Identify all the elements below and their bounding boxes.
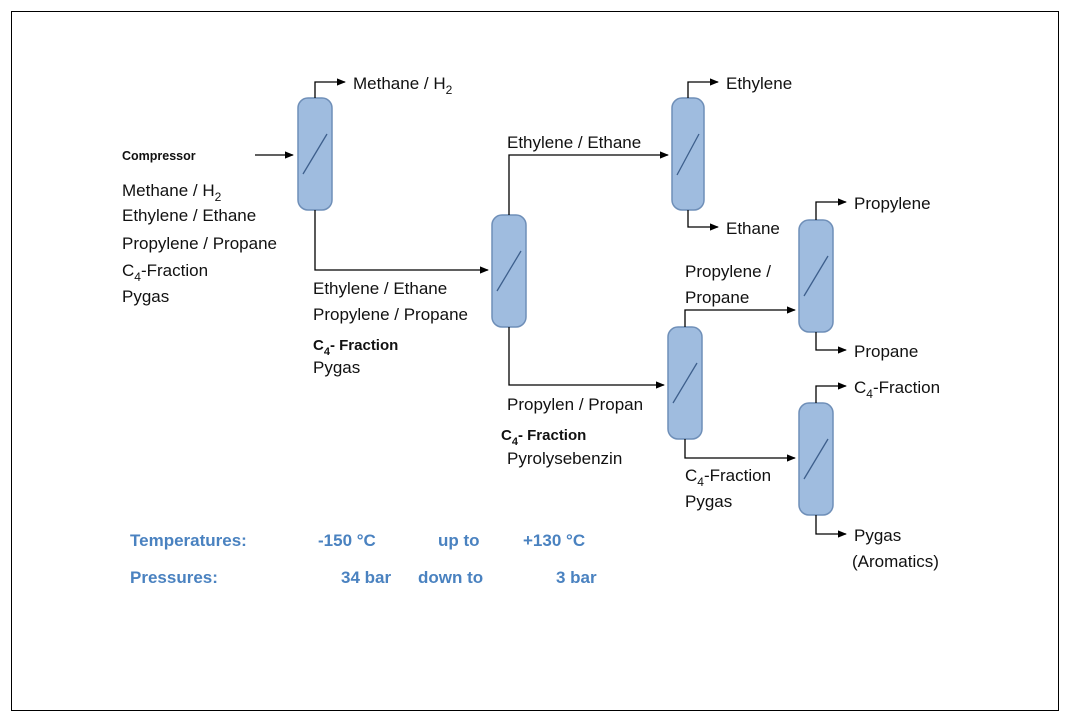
debutanizer-overhead-line [815,382,847,403]
c3-splitter-feed-line2: Propane [685,288,749,307]
temperatures-relation: up to [438,531,480,550]
c3-splitter-bottoms-line [815,332,847,354]
depropanizer-packing [672,362,698,404]
operating-conditions: Temperatures: -150 °C up to +130 °C Pres… [130,531,597,587]
c2-splitter-overhead-line [687,78,719,98]
c3-splitter-feed-line1: Propylene / [685,262,771,281]
temperatures-to: +130 °C [523,531,585,550]
deethanizer-feed-propylene: Propylene / Propane [313,305,468,324]
fractionation-flow-diagram: Compressor Methane / H2 Ethylene / Ethan… [122,74,940,587]
depropanizer-bottoms-line [684,439,796,462]
c3-splitter-bottom-product: Propane [854,342,918,361]
deethanizer-feed-c4: C4- Fraction [313,337,398,358]
c3-splitter-overhead-line [815,198,847,220]
pressures-relation: down to [418,568,483,587]
demethanizer-packing [302,133,328,175]
debutanizer-feed-labels: C4-Fraction Pygas [685,466,771,511]
debutanizer-bottom-product-line1: Pygas [854,526,901,545]
depropanizer-feed-labels: Propylen / Propan C4- Fraction Pyrolyseb… [501,395,643,468]
deethanizer-feed-pygas: Pygas [313,358,360,377]
debutanizer-packing [803,438,829,480]
depropanizer-overhead-line [684,306,796,327]
temperatures-from: -150 °C [318,531,376,550]
depropanizer-column [667,306,796,462]
pressures-to: 3 bar [556,568,597,587]
demethanizer-overhead-label: Methane / H2 [353,74,453,97]
c3-splitter-feed-labels: Propylene / Propane [685,262,771,307]
feed-block: Compressor Methane / H2 Ethylene / Ethan… [122,149,294,306]
feed-title: Compressor [122,149,196,163]
pressures-from: 34 bar [341,568,391,587]
temperatures-label: Temperatures: [130,531,247,550]
c2-splitter-column: Ethylene Ethane [671,74,792,238]
diagram-frame [11,11,1059,711]
c2-splitter-bottoms-line [687,210,719,231]
feed-line-ethylene: Ethylene / Ethane [122,206,256,225]
depropanizer-feed-c4: C4- Fraction [501,427,586,448]
feed-line-propylene: Propylene / Propane [122,234,277,253]
depropanizer-feed-propylen: Propylen / Propan [507,395,643,414]
debutanizer-bottoms-line [815,515,847,538]
debutanizer-column: C4-Fraction Pygas (Aromatics) [798,378,940,571]
feed-line-methane: Methane / H2 [122,181,222,204]
feed-line-c4: C4-Fraction [122,261,208,284]
deethanizer-column [491,151,669,389]
debutanizer-bottom-product-line2: (Aromatics) [852,552,939,571]
debutanizer-top-product: C4-Fraction [854,378,940,401]
deethanizer-feed-labels: Ethylene / Ethane Propylene / Propane C4… [313,279,468,377]
pressures-label: Pressures: [130,568,218,587]
c3-splitter-top-product: Propylene [854,194,931,213]
c2-splitter-top-product: Ethylene [726,74,792,93]
deethanizer-bottoms-line [508,327,665,389]
c3-splitter-column: Propylene Propane [798,194,931,361]
c2-splitter-bottom-product: Ethane [726,219,780,238]
demethanizer-overhead-line [314,78,346,98]
demethanizer-bottoms-line [314,210,489,274]
c2-splitter-feed-label: Ethylene / Ethane [507,133,641,152]
demethanizer-column: Methane / H2 [297,74,489,274]
debutanizer-feed-pygas: Pygas [685,492,732,511]
deethanizer-feed-ethylene: Ethylene / Ethane [313,279,447,298]
deethanizer-packing [496,250,522,292]
debutanizer-feed-c4: C4-Fraction [685,466,771,489]
c3-splitter-packing [803,255,829,297]
feed-line-pygas: Pygas [122,287,169,306]
c2-splitter-packing [676,133,700,176]
depropanizer-feed-pyrolysebenzin: Pyrolysebenzin [507,449,622,468]
deethanizer-overhead-line [508,151,669,215]
